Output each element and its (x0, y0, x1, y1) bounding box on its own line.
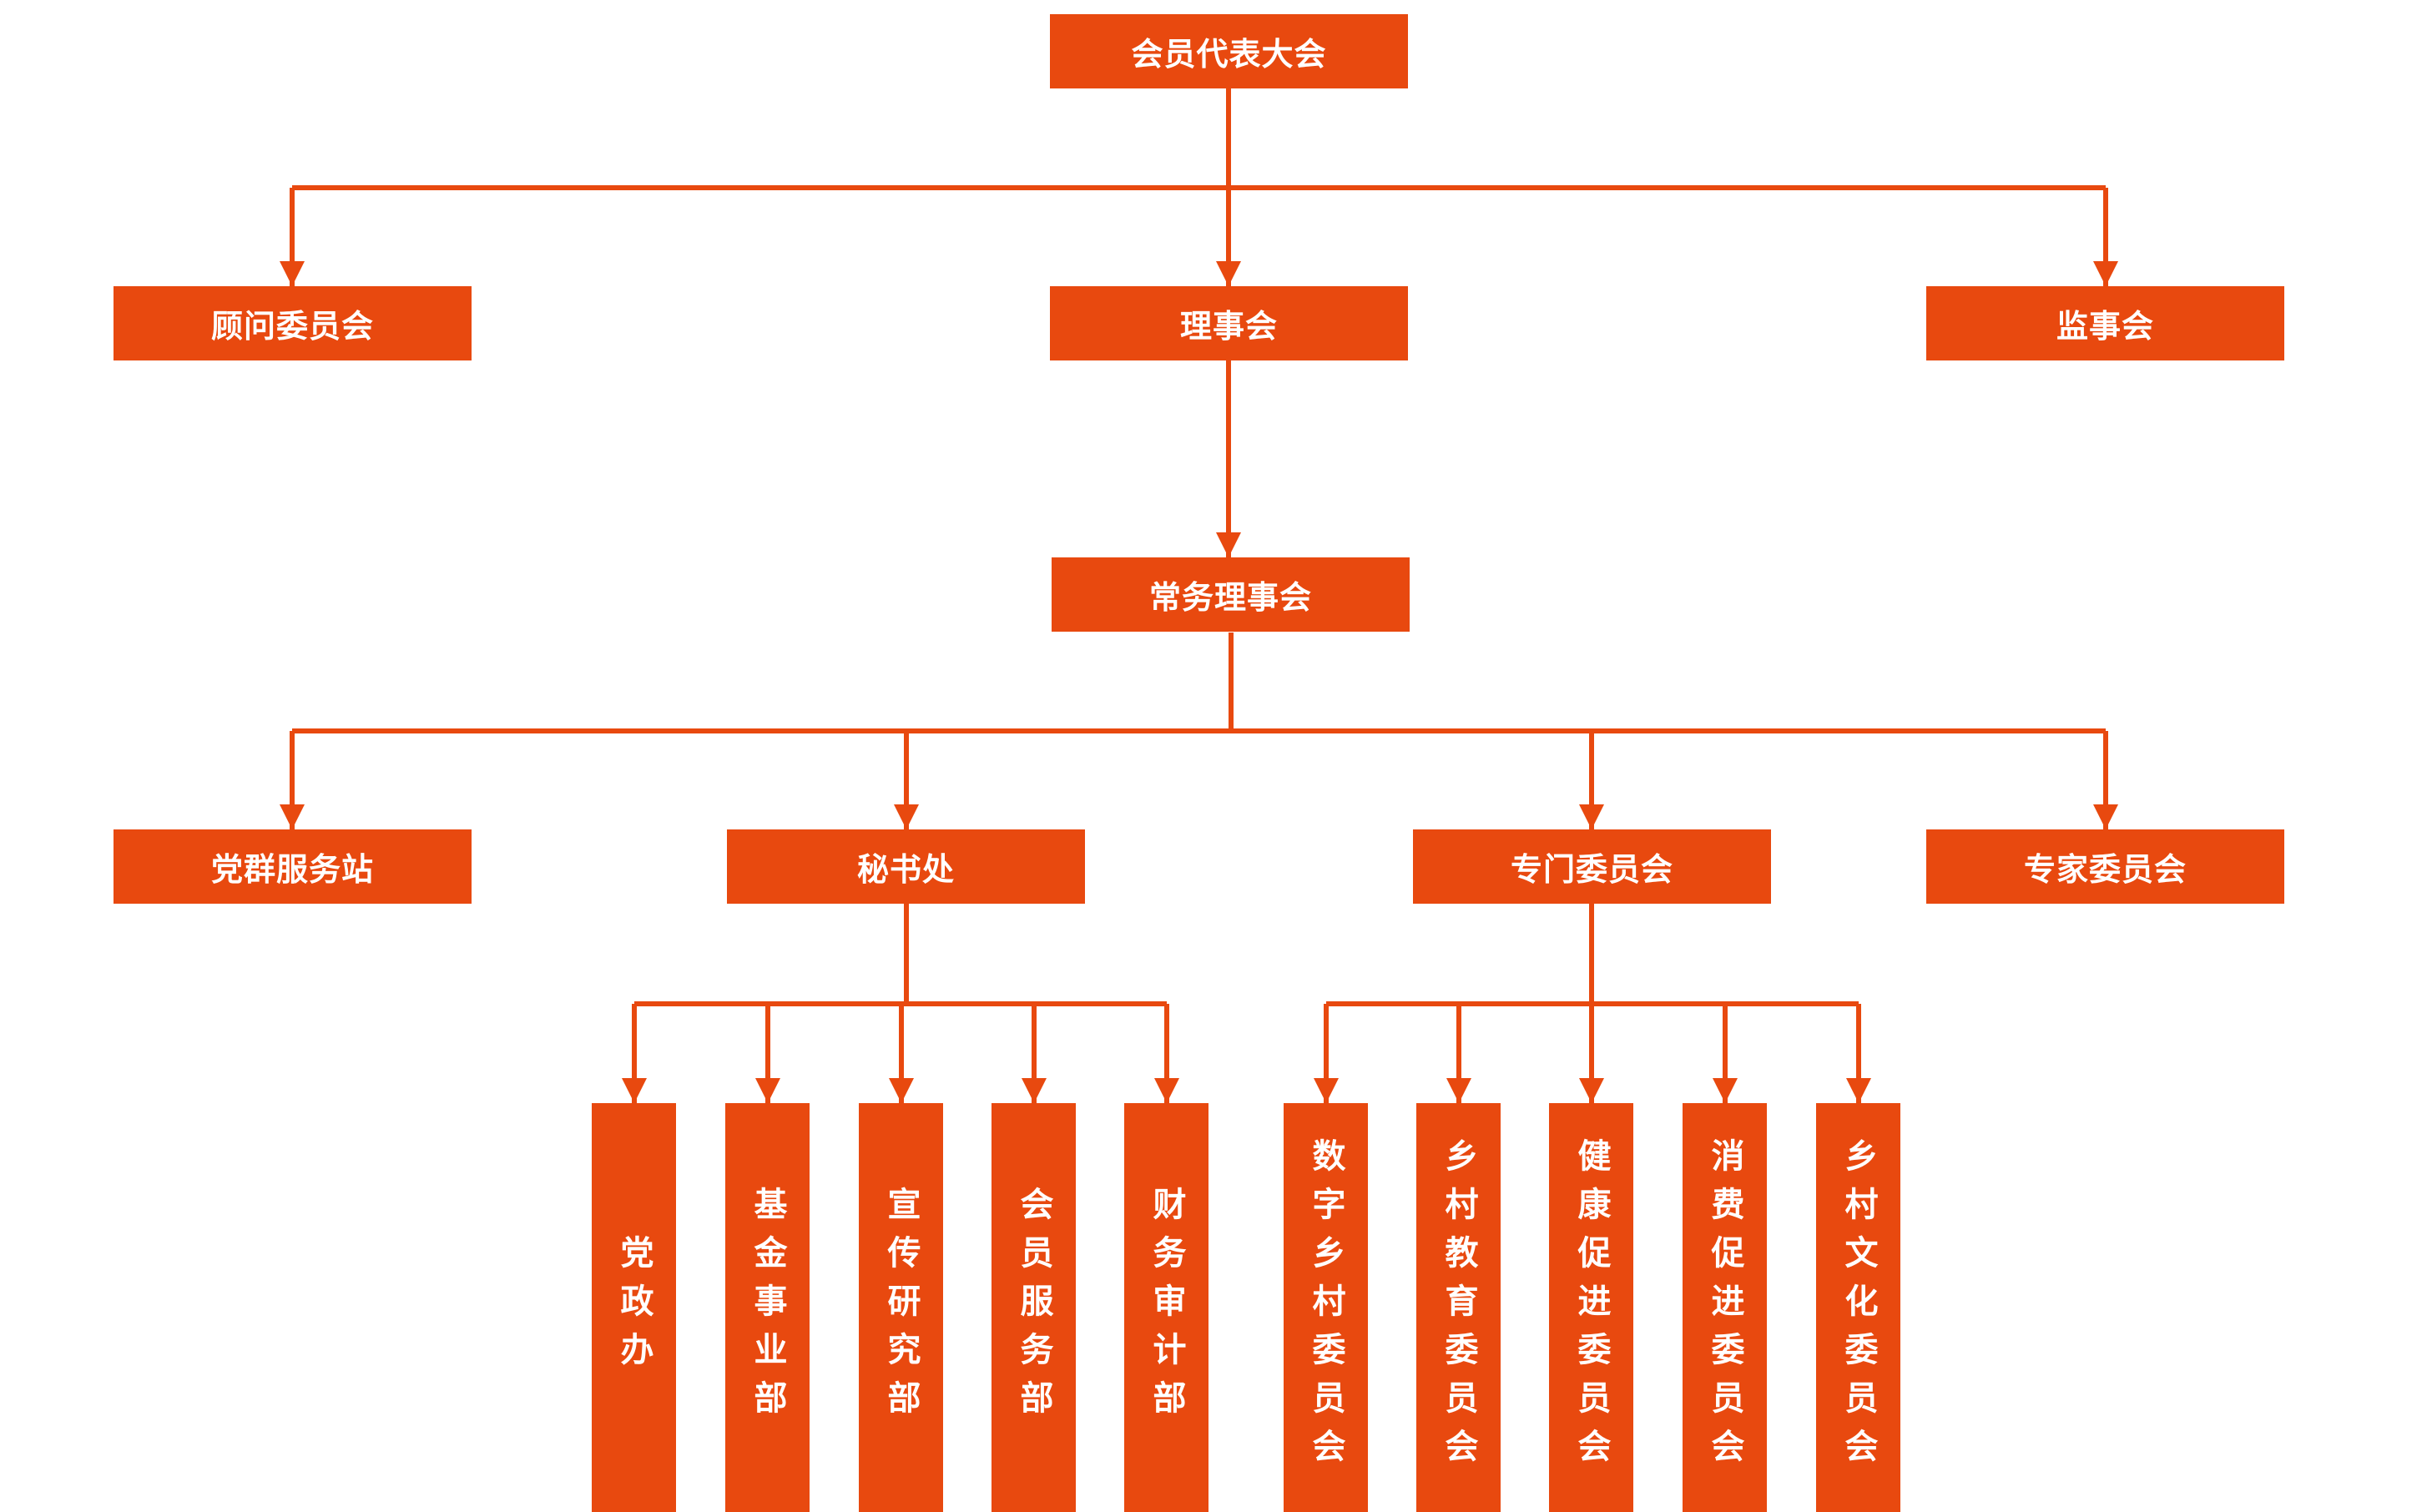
node-foundation-department: 基金事业部 (725, 1103, 810, 1512)
node-special-committees: 专门委员会 (1413, 829, 1771, 904)
node-secretariat: 秘书处 (727, 829, 1085, 904)
node-supervisory-board: 监事会 (1926, 286, 2284, 360)
node-standing-council: 常务理事会 (1052, 557, 1410, 632)
node-member-services-department: 会员服务部 (992, 1103, 1076, 1512)
node-rural-education-committee: 乡村教育委员会 (1416, 1103, 1501, 1512)
node-expert-committee: 专家委员会 (1926, 829, 2284, 904)
node-health-promotion-committee: 健康促进委员会 (1549, 1103, 1633, 1512)
node-council: 理事会 (1050, 286, 1408, 360)
node-rural-culture-committee: 乡村文化委员会 (1816, 1103, 1900, 1512)
node-finance-audit-department: 财务审计部 (1124, 1103, 1208, 1512)
node-root: 会员代表大会 (1050, 14, 1408, 88)
node-publicity-research-department: 宣传研究部 (859, 1103, 943, 1512)
node-digital-village-committee: 数字乡村委员会 (1284, 1103, 1368, 1512)
node-party-service-station: 党群服务站 (114, 829, 472, 904)
node-party-government-office: 党政办 (592, 1103, 676, 1512)
node-consumption-promotion-committee: 消费促进委员会 (1683, 1103, 1767, 1512)
node-advisory-committee: 顾问委员会 (114, 286, 472, 360)
